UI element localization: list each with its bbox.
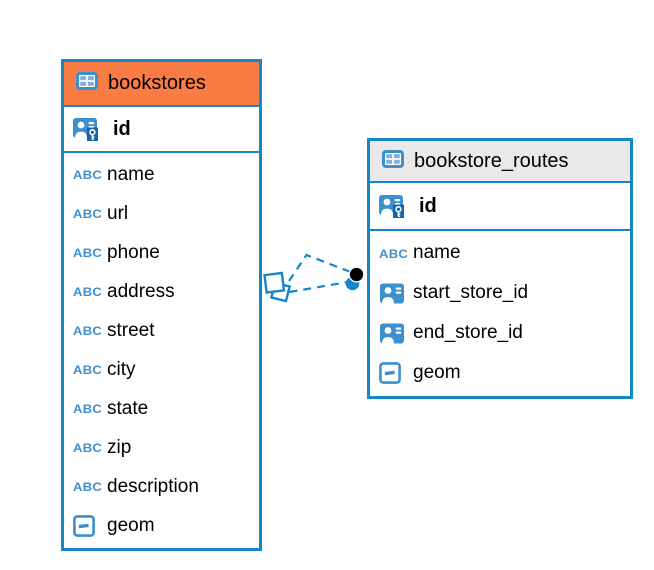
relationship-target-marker[interactable] <box>345 266 365 291</box>
column-name: id <box>419 194 437 217</box>
column-name: url <box>107 202 129 224</box>
column-name: street <box>107 319 155 341</box>
column-name: geom <box>107 514 155 536</box>
table-row[interactable]: ABC description <box>64 467 259 506</box>
column-name: start_store_id <box>413 282 529 303</box>
table-body: ABC name ABC url ABC phone ABC address A… <box>64 153 259 548</box>
column-name: zip <box>107 436 132 458</box>
table-row[interactable]: geom <box>64 506 259 545</box>
column-name: name <box>413 242 461 263</box>
column-name: address <box>107 280 175 302</box>
table-row[interactable]: ABC zip <box>64 428 259 467</box>
table-body: ABC name start_store_id <box>370 231 630 396</box>
column-name: end_store_id <box>413 322 523 343</box>
table-row-pk[interactable]: id <box>64 107 259 153</box>
text-type-icon: ABC <box>73 362 103 377</box>
table-row[interactable]: ABC street <box>64 311 259 350</box>
text-type-icon: ABC <box>73 206 103 221</box>
text-type-icon: ABC <box>73 284 103 299</box>
column-name: name <box>107 163 155 185</box>
table-row[interactable]: geom <box>370 353 630 393</box>
table-bookstore-routes[interactable]: bookstore_routes id ABC name <box>367 138 633 399</box>
table-bookstores[interactable]: bookstores id ABC name ABC ur <box>61 59 262 551</box>
text-type-icon: ABC <box>73 323 103 338</box>
column-name: phone <box>107 241 160 263</box>
geometry-type-icon <box>379 362 413 384</box>
table-row[interactable]: ABC address <box>64 272 259 311</box>
column-name: geom <box>413 362 461 383</box>
table-title: bookstores <box>108 72 206 94</box>
table-row[interactable]: end_store_id <box>370 313 630 353</box>
text-type-icon: ABC <box>73 401 103 416</box>
text-type-icon: ABC <box>73 167 103 182</box>
column-name: description <box>107 475 199 497</box>
relationship-line[interactable] <box>288 253 353 282</box>
table-title: bookstore_routes <box>414 149 569 172</box>
geometry-type-icon <box>73 514 107 537</box>
table-row[interactable]: start_store_id <box>370 273 630 313</box>
primary-key-icon <box>378 194 412 219</box>
relationship-line[interactable] <box>289 280 352 294</box>
table-icon <box>76 72 98 95</box>
table-header[interactable]: bookstore_routes <box>370 141 630 183</box>
column-name: state <box>107 397 149 419</box>
text-type-icon: ABC <box>73 440 103 455</box>
table-row[interactable]: ABC phone <box>64 233 259 272</box>
table-row[interactable]: ABC name <box>64 155 259 194</box>
table-icon <box>382 149 404 173</box>
text-type-icon: ABC <box>379 245 409 261</box>
table-row[interactable]: ABC name <box>370 233 630 273</box>
text-type-icon: ABC <box>73 479 103 494</box>
text-type-icon: ABC <box>73 245 103 260</box>
table-header[interactable]: bookstores <box>64 62 259 107</box>
primary-key-icon <box>72 117 106 142</box>
column-name: city <box>107 358 136 380</box>
relationship-source-marker[interactable] <box>263 271 292 303</box>
table-row[interactable]: ABC url <box>64 194 259 233</box>
person-ref-icon <box>379 323 413 344</box>
table-row-pk[interactable]: id <box>370 183 630 231</box>
table-row[interactable]: ABC city <box>64 350 259 389</box>
person-ref-icon <box>379 283 413 304</box>
column-name: id <box>113 117 131 140</box>
table-row[interactable]: ABC state <box>64 389 259 428</box>
